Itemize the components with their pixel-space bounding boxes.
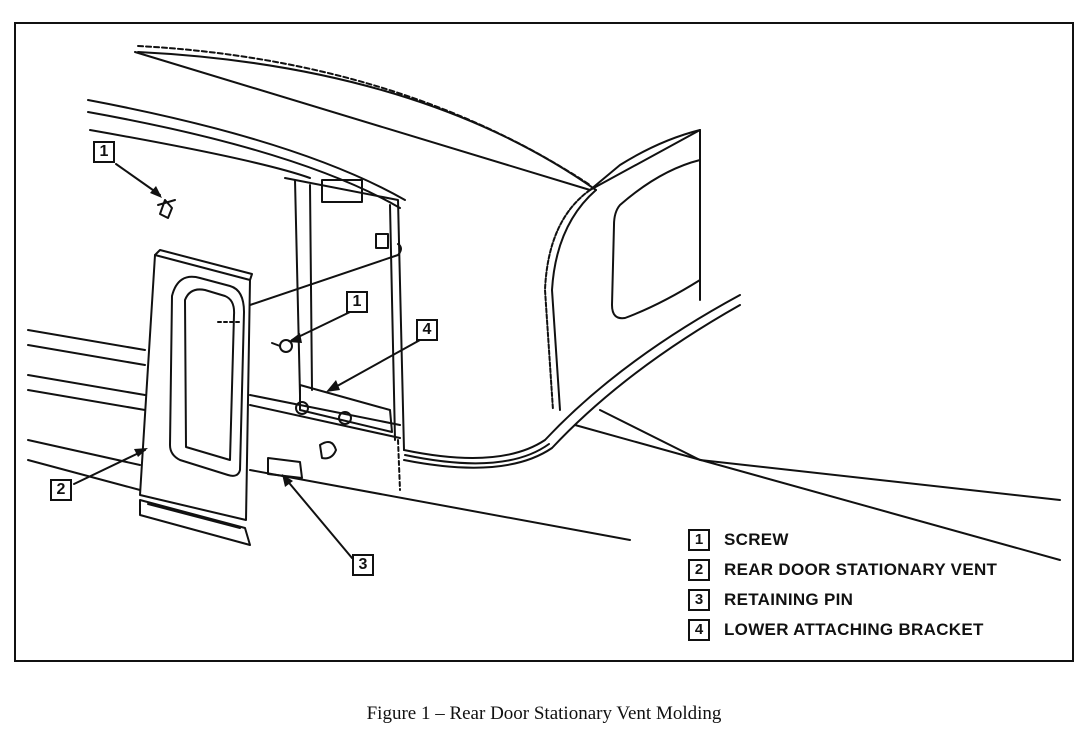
fasteners — [157, 199, 393, 479]
caption-separator: – — [430, 703, 450, 724]
lower-trim — [403, 294, 1061, 561]
legend-number: 1 — [688, 529, 710, 551]
callout-1-mid: 1 — [346, 291, 368, 313]
legend-label: REAR DOOR STATIONARY VENT — [724, 560, 998, 579]
legend-label: RETAINING PIN — [724, 590, 854, 609]
body-side-molding — [27, 329, 631, 541]
legend-label: LOWER ATTACHING BRACKET — [724, 620, 984, 639]
legend-number: 4 — [688, 619, 710, 641]
figure-caption: Figure 1 – Rear Door Stationary Vent Mol… — [0, 703, 1088, 725]
quarter-window — [611, 159, 701, 320]
callout-4: 4 — [416, 319, 438, 341]
legend-item: 1 SCREW — [688, 525, 997, 555]
legend-label: SCREW — [724, 530, 789, 549]
legend-number: 2 — [688, 559, 710, 581]
legend-number: 3 — [688, 589, 710, 611]
callout-2: 2 — [50, 479, 72, 501]
arrowheads — [134, 186, 340, 487]
legend-item: 4 LOWER ATTACHING BRACKET — [688, 615, 997, 645]
figure-frame — [14, 22, 1074, 662]
figure-number: Figure 1 — [366, 703, 431, 724]
stationary-vent-molding — [139, 249, 253, 521]
callout-3: 3 — [352, 554, 374, 576]
belt-trim — [87, 99, 406, 209]
legend-item: 3 RETAINING PIN — [688, 585, 997, 615]
parts-legend: 1 SCREW 2 REAR DOOR STATIONARY VENT 3 RE… — [688, 525, 997, 645]
figure-title: Rear Door Stationary Vent Molding — [449, 703, 722, 724]
door-frame — [284, 177, 405, 491]
roof — [134, 45, 701, 411]
leader-lines — [73, 163, 421, 559]
callout-1-upper: 1 — [93, 141, 115, 163]
lower-seal — [139, 499, 251, 546]
legend-item: 2 REAR DOOR STATIONARY VENT — [688, 555, 997, 585]
